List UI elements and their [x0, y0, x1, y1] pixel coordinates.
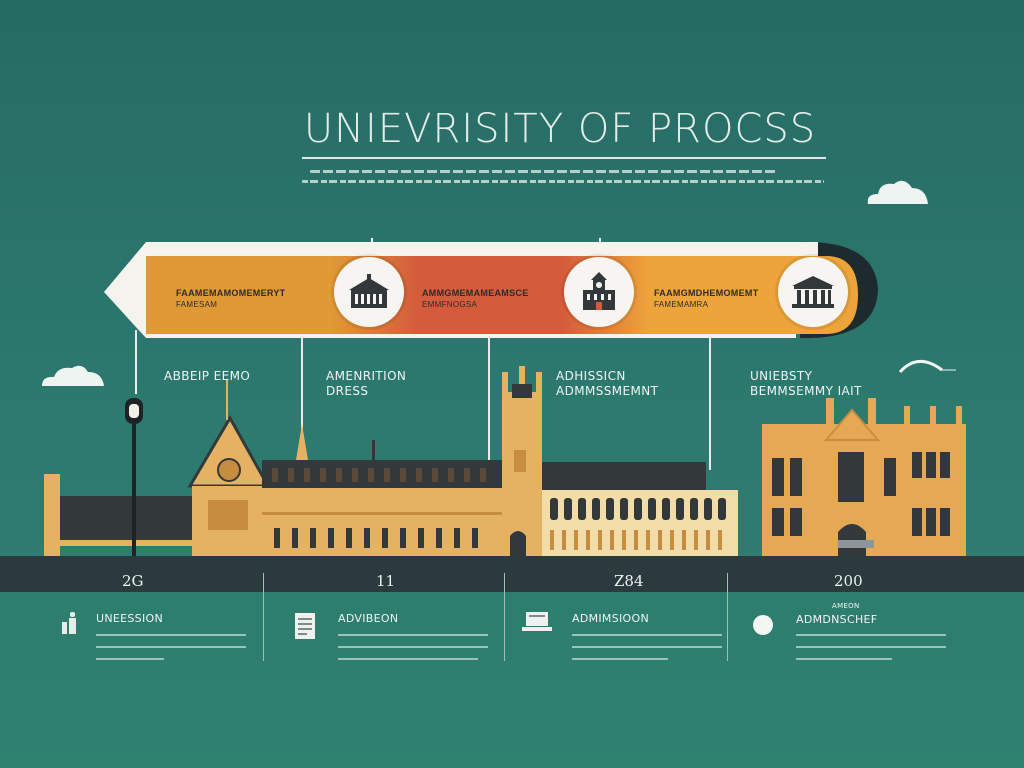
text-line [572, 646, 722, 648]
stage-label: ABBEIP EEMO [164, 369, 251, 383]
step-title-text: ADMIMSIOON [572, 612, 649, 625]
step-title: AMEON ADMDNSCHEF [796, 600, 877, 626]
step-title-text: ADMDNSCHEF [796, 613, 878, 626]
column-divider [263, 573, 264, 661]
laptop-icon [522, 612, 552, 631]
connector-line [135, 330, 137, 394]
stage-label: AMENRITION DRESS [326, 369, 407, 398]
step-title-top: AMEON [832, 602, 860, 610]
step-number: Z84 [614, 572, 644, 590]
subtitle-line [302, 180, 824, 183]
connector-line [709, 336, 711, 470]
segment-caption: FAAMEMAMOMEMERYT FAMESAM [176, 288, 285, 310]
subtitle-line [310, 170, 776, 173]
text-line [96, 634, 246, 636]
person-icon [62, 612, 76, 634]
text-line [338, 646, 488, 648]
circle-icon [753, 615, 773, 635]
step-title: ADMIMSIOON [572, 612, 649, 625]
step-title: UNEESSION [96, 612, 163, 625]
step-title-text: ADVIBEON [338, 612, 399, 625]
step-number: 11 [376, 572, 396, 590]
text-line [796, 658, 892, 660]
text-line [796, 646, 946, 648]
step-number: 200 [834, 572, 863, 590]
step-number: 2G [122, 572, 144, 590]
text-line [338, 634, 488, 636]
cloud-icon [867, 180, 928, 204]
text-line [338, 658, 478, 660]
connector-line [301, 336, 303, 432]
text-line [572, 634, 722, 636]
segment-caption-text: AMMGMEMAMEAMSCE [422, 288, 529, 298]
connector-line [488, 336, 490, 460]
column-divider [727, 573, 728, 661]
arc-cloud-icon [898, 360, 956, 374]
page-title: UNIEVRISITY OF PROCSS [303, 106, 817, 152]
segment-caption: FAAMGMDHEMOMEMT FAMEMAMRA [654, 288, 759, 310]
segment-caption-sub: EMMFNOGSA [422, 300, 478, 309]
column-divider [504, 573, 505, 661]
clock-tower-icon [564, 257, 634, 327]
step-title: ADVIBEON [338, 612, 398, 625]
text-line [572, 658, 668, 660]
segment-caption-sub: FAMESAM [176, 300, 218, 309]
step-title-text: UNEESSION [96, 612, 163, 625]
cloud-icon [42, 365, 104, 386]
segment-caption: AMMGMEMAMEAMSCE EMMFNOGSA [422, 288, 529, 310]
text-line [96, 646, 246, 648]
segment-caption-text: FAAMEMAMOMEMERYT [176, 288, 286, 298]
columns-icon [778, 257, 848, 327]
stage-label: UNIEBSTY BEMMSEMMY IAIT [750, 369, 862, 398]
text-line [96, 658, 164, 660]
title-underline [302, 157, 826, 159]
text-line [796, 634, 946, 636]
document-icon [295, 613, 315, 639]
building-icon [334, 257, 404, 327]
stage-label: ADHISSICN ADMMSSMEMNT [556, 369, 659, 398]
segment-caption-sub: FAMEMAMRA [654, 300, 709, 309]
segment-caption-text: FAAMGMDHEMOMEMT [654, 288, 759, 298]
timeline-band [0, 556, 1024, 592]
